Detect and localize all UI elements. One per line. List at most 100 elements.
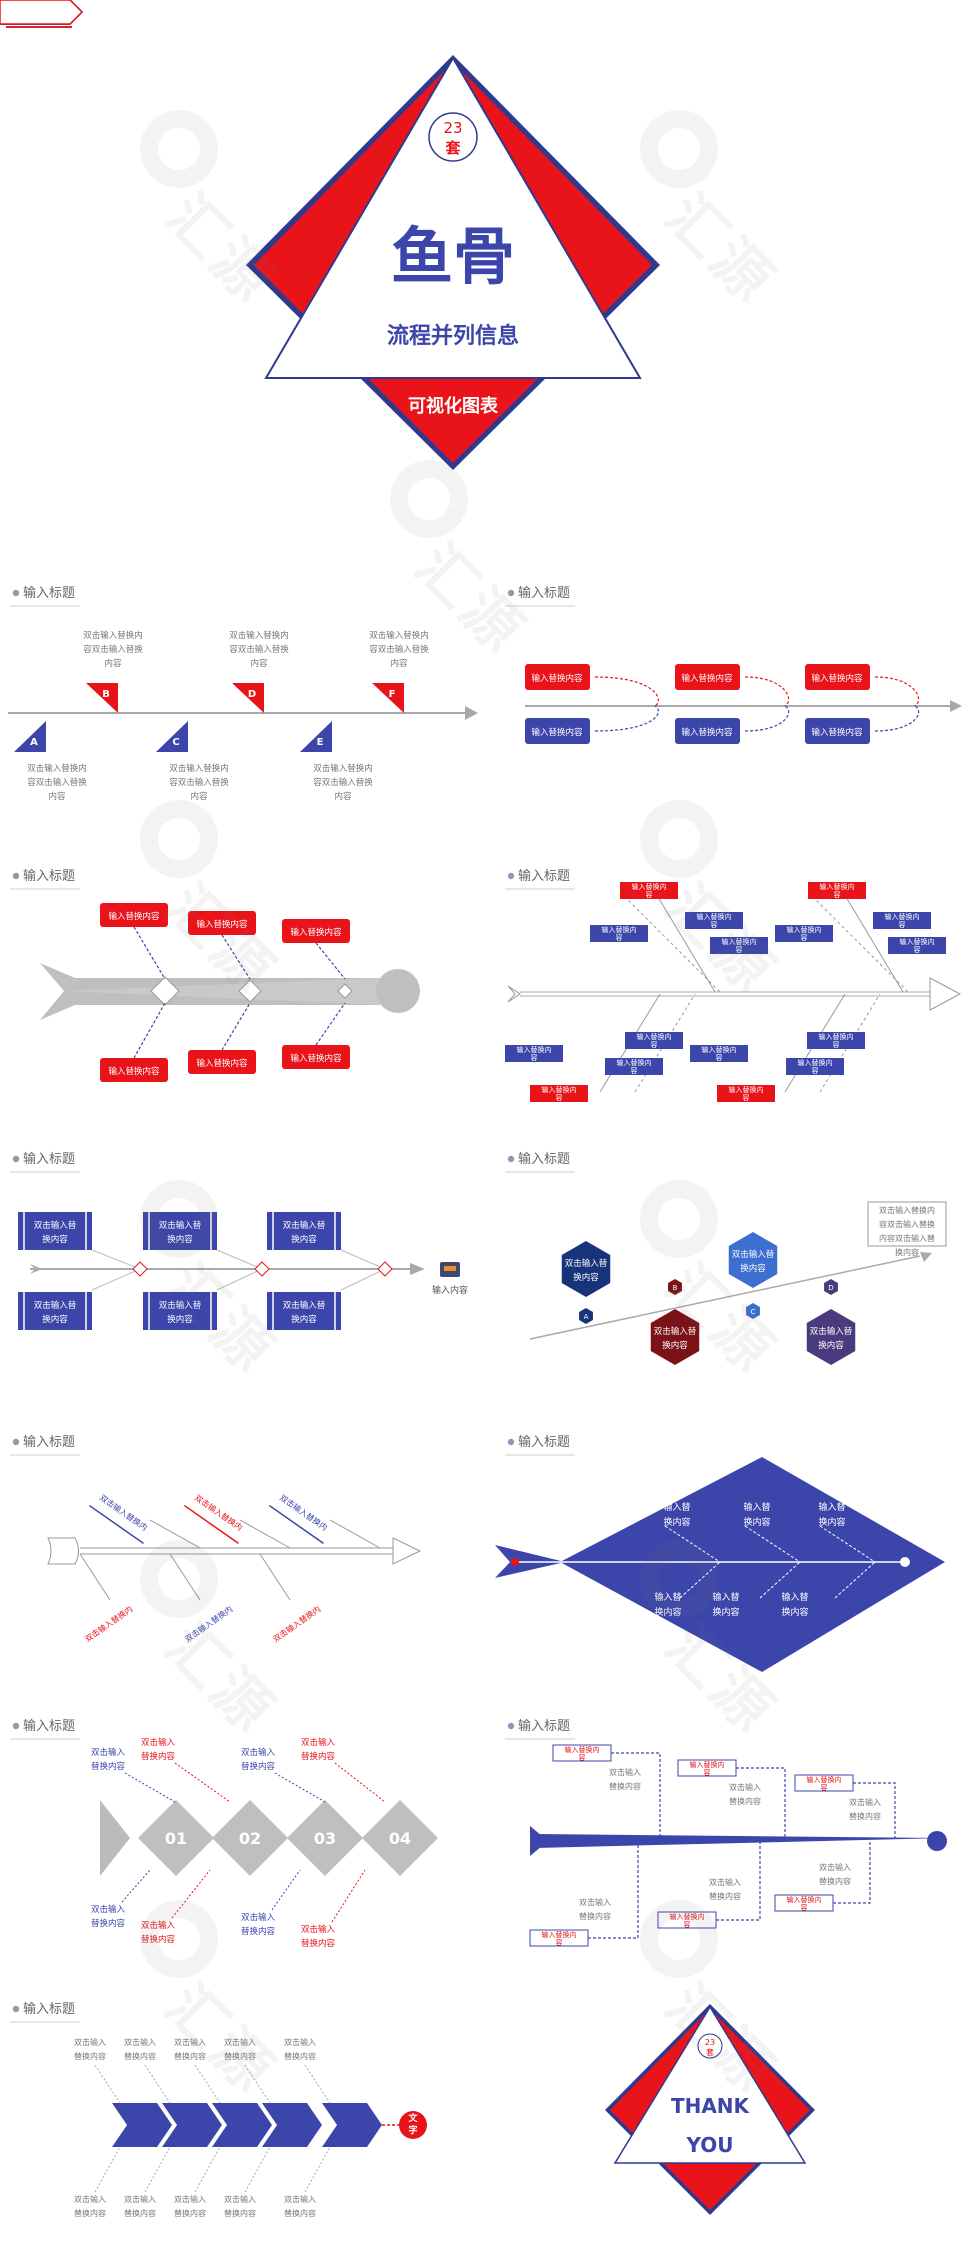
dashed-link xyxy=(315,1002,346,1046)
box-label: 容 xyxy=(812,1066,819,1075)
diamond-bone xyxy=(759,1561,801,1599)
panel-label: 换内容 xyxy=(42,1234,68,1245)
panel-label: 双击输入替 xyxy=(34,1300,77,1311)
fish-text-line: 容双击输入替换 xyxy=(369,644,429,655)
elbow-link xyxy=(853,1782,896,1841)
diamond-node-icon xyxy=(254,1261,270,1277)
red-content-box xyxy=(805,664,870,690)
step-diamond xyxy=(362,1800,438,1876)
bone-line xyxy=(91,1268,141,1291)
panel-label: 换内容 xyxy=(291,1234,317,1245)
slide-title: 输入标题 xyxy=(23,1434,75,1450)
step-dashed-link xyxy=(124,1772,176,1803)
blue-panel xyxy=(143,1212,217,1250)
hex-label: 双击输入替 xyxy=(565,1258,608,1269)
side-text: 替换内容 xyxy=(729,1796,761,1806)
box-label: 容 xyxy=(801,933,808,942)
bone-line xyxy=(79,1553,111,1601)
elbow-link xyxy=(833,1841,871,1904)
box-label: 输入替换内容 xyxy=(108,1066,160,1077)
chevron-text: 替换内容 xyxy=(224,2208,256,2218)
box-label: 容 xyxy=(743,1093,750,1102)
slide-title: 输入标题 xyxy=(518,868,570,884)
chevron-text: 替换内容 xyxy=(74,2051,106,2061)
hex-label: 双击输入替 xyxy=(732,1249,775,1260)
box-label: 输入替换内容 xyxy=(811,673,863,684)
elbow-link xyxy=(716,1841,761,1921)
chevron-link xyxy=(304,2064,331,2104)
bone-line xyxy=(239,1519,291,1549)
bone-line xyxy=(216,1249,263,1270)
slide-title: 输入标题 xyxy=(23,1718,75,1734)
diamond-label: 换内容 xyxy=(663,1516,690,1528)
diamond-label: 输入替 xyxy=(663,1501,690,1513)
box-label: 输入替换内容 xyxy=(681,673,733,684)
thanks-triangle xyxy=(613,2005,807,2164)
frame-text: 内容双击输入替 xyxy=(879,1233,935,1243)
box-label: 输入替换内 xyxy=(617,1058,652,1067)
box-label: 输入替换内 xyxy=(517,1045,552,1054)
chevron-text: 双击输入 xyxy=(174,2037,206,2047)
arrow-label-group: 双击输入替换内 xyxy=(83,1604,135,1644)
box-label: 输入替换内 xyxy=(602,925,637,934)
box-label: 容 xyxy=(616,933,623,942)
arrow-label-group: 双击输入替换内 xyxy=(271,1604,323,1644)
red-content-box xyxy=(525,664,590,690)
hex-letter: A xyxy=(584,1313,589,1321)
chevron-link xyxy=(144,2064,171,2104)
chevron-text: 双击输入 xyxy=(284,2037,316,2047)
step-number: 02 xyxy=(239,1829,261,1848)
step-diamond xyxy=(138,1800,214,1876)
step-tail-icon xyxy=(100,1800,130,1876)
cover-triangle xyxy=(264,56,642,379)
box-label: 输入替换内 xyxy=(819,1032,854,1041)
step-text: 替换内容 xyxy=(91,1918,126,1929)
step-diamond xyxy=(212,1800,288,1876)
chevron-link xyxy=(244,2064,271,2104)
chevron-step xyxy=(112,2103,172,2147)
title-dot-icon xyxy=(507,872,515,880)
fish-text-line: 双击输入替换内 xyxy=(169,763,229,774)
slide-title: 输入标题 xyxy=(23,1151,75,1167)
step-text: 双击输入 xyxy=(241,1912,276,1923)
step-dashed-link xyxy=(171,1869,211,1919)
hex-letter: B xyxy=(673,1284,678,1292)
side-text: 替换内容 xyxy=(609,1781,641,1791)
step-text: 替换内容 xyxy=(301,1751,336,1762)
slide-title: 输入标题 xyxy=(23,2001,75,2017)
hex-letter-node xyxy=(746,1303,760,1319)
dashed-link xyxy=(133,926,166,980)
box-label: 输入替换内 xyxy=(637,1032,672,1041)
box-label: 输入替换内容 xyxy=(196,1058,248,1069)
step-number: 01 xyxy=(165,1829,187,1848)
diamond-label: 输入替 xyxy=(654,1591,681,1603)
gray-fish-shade xyxy=(64,978,380,1005)
box-label: 输入替换内 xyxy=(632,882,667,891)
bone-line xyxy=(169,1553,201,1601)
diamond-bone xyxy=(664,1525,721,1563)
box-label: 输入替换内 xyxy=(820,882,855,891)
dashed-arc xyxy=(744,705,790,732)
slide-title: 输入标题 xyxy=(518,1718,570,1734)
box-label: 输入替换内 xyxy=(542,1930,577,1939)
step-text: 双击输入 xyxy=(301,1924,336,1935)
title-dot-icon xyxy=(507,1722,515,1730)
arrow-underline xyxy=(183,1504,239,1545)
title-dot-icon xyxy=(507,1438,515,1446)
chevron-link xyxy=(94,2146,121,2193)
bone-line xyxy=(340,1268,386,1291)
red-content-box xyxy=(100,903,168,927)
blue-diamond xyxy=(560,1457,945,1672)
box-label: 容 xyxy=(684,1920,691,1929)
step-dashed-link xyxy=(274,1772,326,1803)
hex-letter: D xyxy=(828,1284,833,1292)
step-dashed-link xyxy=(334,1762,386,1803)
small-content-box xyxy=(808,882,866,899)
side-text: 双击输入 xyxy=(819,1862,851,1872)
small-content-box xyxy=(530,1085,588,1102)
step-dashed-link xyxy=(271,1869,301,1911)
chevron-text: 替换内容 xyxy=(174,2208,206,2218)
frame-text: 容双击输入替换 xyxy=(879,1219,935,1229)
box-label: 输入替换内 xyxy=(542,1085,577,1094)
